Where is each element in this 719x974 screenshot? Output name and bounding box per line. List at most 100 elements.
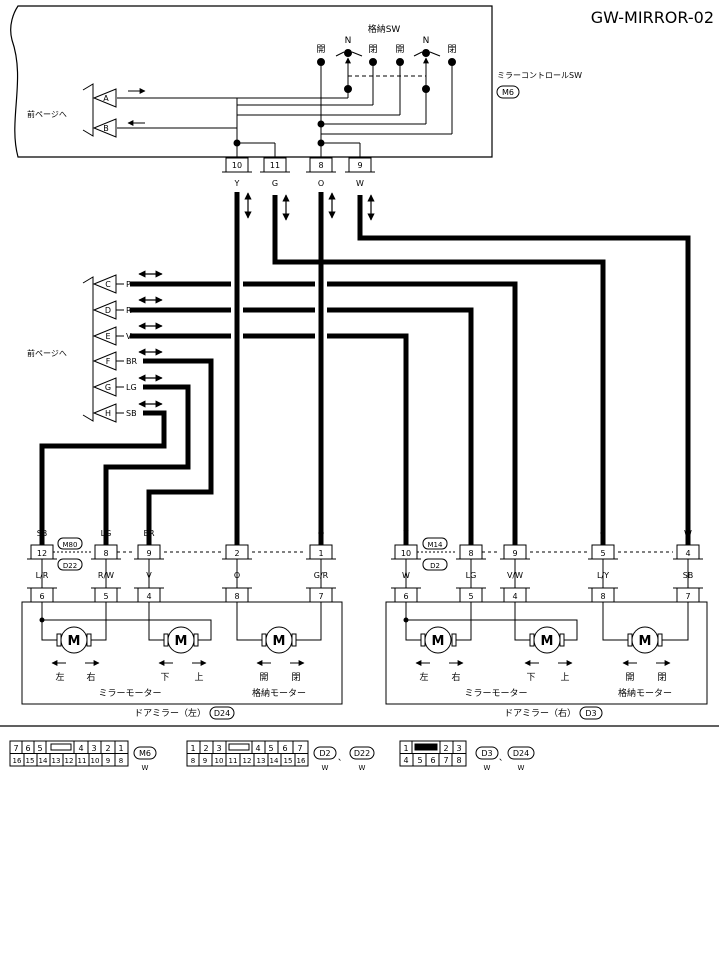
legend-code: M6 (139, 749, 151, 758)
legend-pin: 7 (13, 744, 18, 753)
legend-pin: 5 (268, 744, 273, 753)
legend-pin: 9 (106, 757, 110, 765)
wire-color: G/R (314, 571, 329, 580)
legend-pin: 16 (297, 757, 306, 765)
legend-color: W (359, 764, 366, 772)
wire-color: O (318, 529, 324, 538)
legend-code: D24 (513, 749, 529, 758)
legend-pin: 6 (282, 744, 287, 753)
pin-no: 10 (401, 549, 411, 558)
ref-letter: D (105, 306, 111, 315)
joint-conn-code: M80 (63, 541, 78, 549)
wire-color: W (684, 529, 692, 538)
legend-code: D2 (319, 749, 330, 758)
legend-pin: 7 (297, 744, 302, 753)
pin-no: 5 (468, 592, 473, 601)
motor-symbol: M (541, 634, 554, 649)
legend-color: W (518, 764, 525, 772)
wire-color: G (600, 529, 606, 538)
dir-up: 上 (560, 672, 569, 683)
ref-b: B (103, 124, 109, 133)
pin-no: 4 (146, 592, 151, 601)
page-code: GW-MIRROR-02 (591, 8, 714, 27)
ref-wire-color: V (126, 332, 132, 341)
dir-close: 閉 (291, 672, 300, 683)
dir-up: 上 (194, 672, 203, 683)
legend-color: W (484, 764, 491, 772)
legend-pin: 4 (255, 744, 260, 753)
legend-pin: 12 (65, 757, 74, 765)
joint-conn-code: M14 (428, 541, 443, 549)
fold-sw-label: 格納SW (368, 23, 401, 35)
legend-pin: 14 (270, 757, 279, 765)
sw-wire-color: Y (234, 179, 240, 188)
ref-letter: F (106, 357, 111, 366)
ref-wire-color: P (126, 280, 131, 289)
prev-page-ch: 前ページへ (27, 348, 67, 358)
wire-color: P (513, 529, 518, 538)
pin-no: 2 (234, 549, 239, 558)
wire-color: LG (101, 529, 112, 538)
dir-left: 左 (55, 671, 64, 683)
right-door-mirror: M14 D2 V R P G W 10 8 9 5 4 W LG V/W L/Y… (385, 529, 708, 720)
legend-pin: 6 (25, 744, 30, 753)
legend-pin: 8 (456, 756, 461, 765)
legend-pin: 2 (203, 744, 208, 753)
dir-close: 閉 (657, 672, 666, 683)
pin-no: 8 (103, 549, 108, 558)
connector-legend (9, 740, 535, 767)
pin-no: 7 (685, 592, 690, 601)
legend-pin: 11 (229, 757, 238, 765)
sw-pin-no: 10 (232, 161, 242, 170)
sw-pin-no: 9 (357, 161, 362, 170)
sw-close-2: 閉 (447, 44, 456, 55)
ref-wire-color: LG (126, 383, 137, 392)
sw-open-2: 開 (395, 44, 404, 55)
motor-symbol: M (273, 634, 286, 649)
sw-neutral-1: N (345, 36, 352, 46)
sw-pin-no: 8 (318, 161, 323, 170)
legend-pin: 4 (78, 744, 83, 753)
pin-no: 8 (468, 549, 473, 558)
wire-color: L/Y (597, 571, 609, 580)
pin-no: 5 (103, 592, 108, 601)
wire-color: V (146, 571, 152, 580)
switch-connector-code: M6 (502, 88, 514, 97)
motor-symbol: M (68, 634, 81, 649)
legend-pin: 1 (118, 744, 123, 753)
left-door-mirror: M80 D22 SB LG BR Y O 12 8 9 2 1 L/R R/W … (21, 529, 343, 720)
dir-open: 開 (625, 672, 634, 683)
legend-pin: 1 (190, 744, 195, 753)
dir-right: 右 (86, 671, 95, 683)
legend-sep: 、 (338, 753, 346, 762)
pin-no: 6 (403, 592, 408, 601)
legend-code: D22 (354, 749, 370, 758)
legend-pin: 10 (215, 757, 224, 765)
legend-pin: 9 (203, 757, 207, 765)
pin-no: 9 (146, 549, 151, 558)
legend-pin: 2 (443, 744, 448, 753)
right-mirror-connector: D3 (585, 709, 596, 718)
ref-a: A (103, 94, 109, 103)
legend-color: W (142, 764, 149, 772)
wire-color: Y (234, 529, 240, 538)
sw-wire-color: O (318, 179, 324, 188)
ref-letter: G (105, 383, 111, 392)
legend-pin: 11 (78, 757, 87, 765)
legend-text: 7 6 5 4 3 2 1 16 15 14 13 12 11 10 9 8 M… (13, 744, 530, 772)
left-mirror-connector: D24 (214, 709, 230, 718)
dir-down: 下 (160, 673, 169, 683)
legend-pin: 7 (443, 756, 448, 765)
legend-pin: 13 (257, 757, 266, 765)
legend-pin: 4 (403, 756, 408, 765)
page-refs: 前ページへ C D E F G H P R V BR LG SB (27, 274, 137, 423)
prev-page-ab: 前ページへ (27, 109, 67, 119)
legend-color: W (322, 764, 329, 772)
sw-close-1: 閉 (368, 44, 377, 55)
pin-no: 6 (39, 592, 44, 601)
ref-letter: C (105, 280, 111, 289)
legend-pin: 2 (105, 744, 110, 753)
dir-open: 開 (259, 672, 268, 683)
legend-pin: 13 (52, 757, 61, 765)
